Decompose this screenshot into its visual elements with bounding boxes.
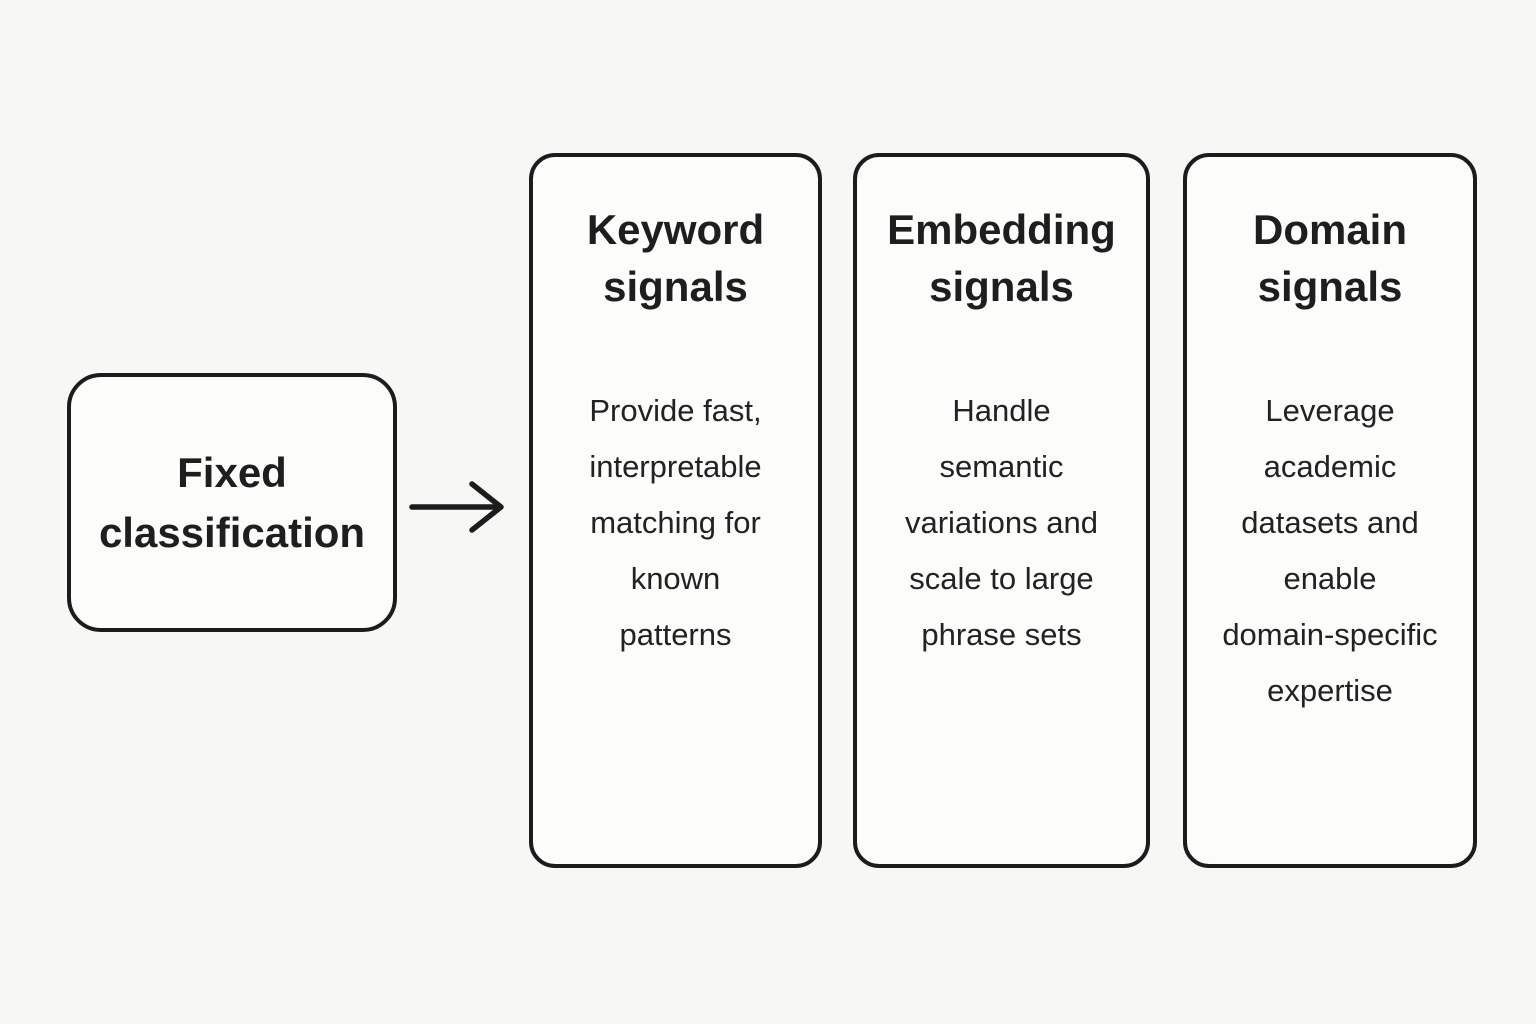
card-embedding-signals: Embedding signals Handle semantic variat… xyxy=(853,153,1150,868)
card-keyword-signals: Keyword signals Provide fast, interpreta… xyxy=(529,153,822,868)
card-keyword-signals-body: Provide fast, interpretable matching for… xyxy=(589,393,762,652)
fixed-classification-label: Fixed classification xyxy=(98,448,366,556)
card-domain-signals-title: Domain signals xyxy=(1252,206,1407,310)
card-embedding-signals-title: Embedding signals xyxy=(887,206,1116,310)
card-domain-signals-body: Leverage academic datasets and enable do… xyxy=(1222,393,1438,708)
card-domain-signals: Domain signals Leverage academic dataset… xyxy=(1183,153,1477,868)
fixed-classification-box: Fixed classification xyxy=(67,373,397,632)
card-keyword-signals-title: Keyword signals xyxy=(586,206,765,310)
card-embedding-signals-body: Handle semantic variations and scale to … xyxy=(904,393,1098,652)
right-arrow-icon xyxy=(409,481,504,533)
